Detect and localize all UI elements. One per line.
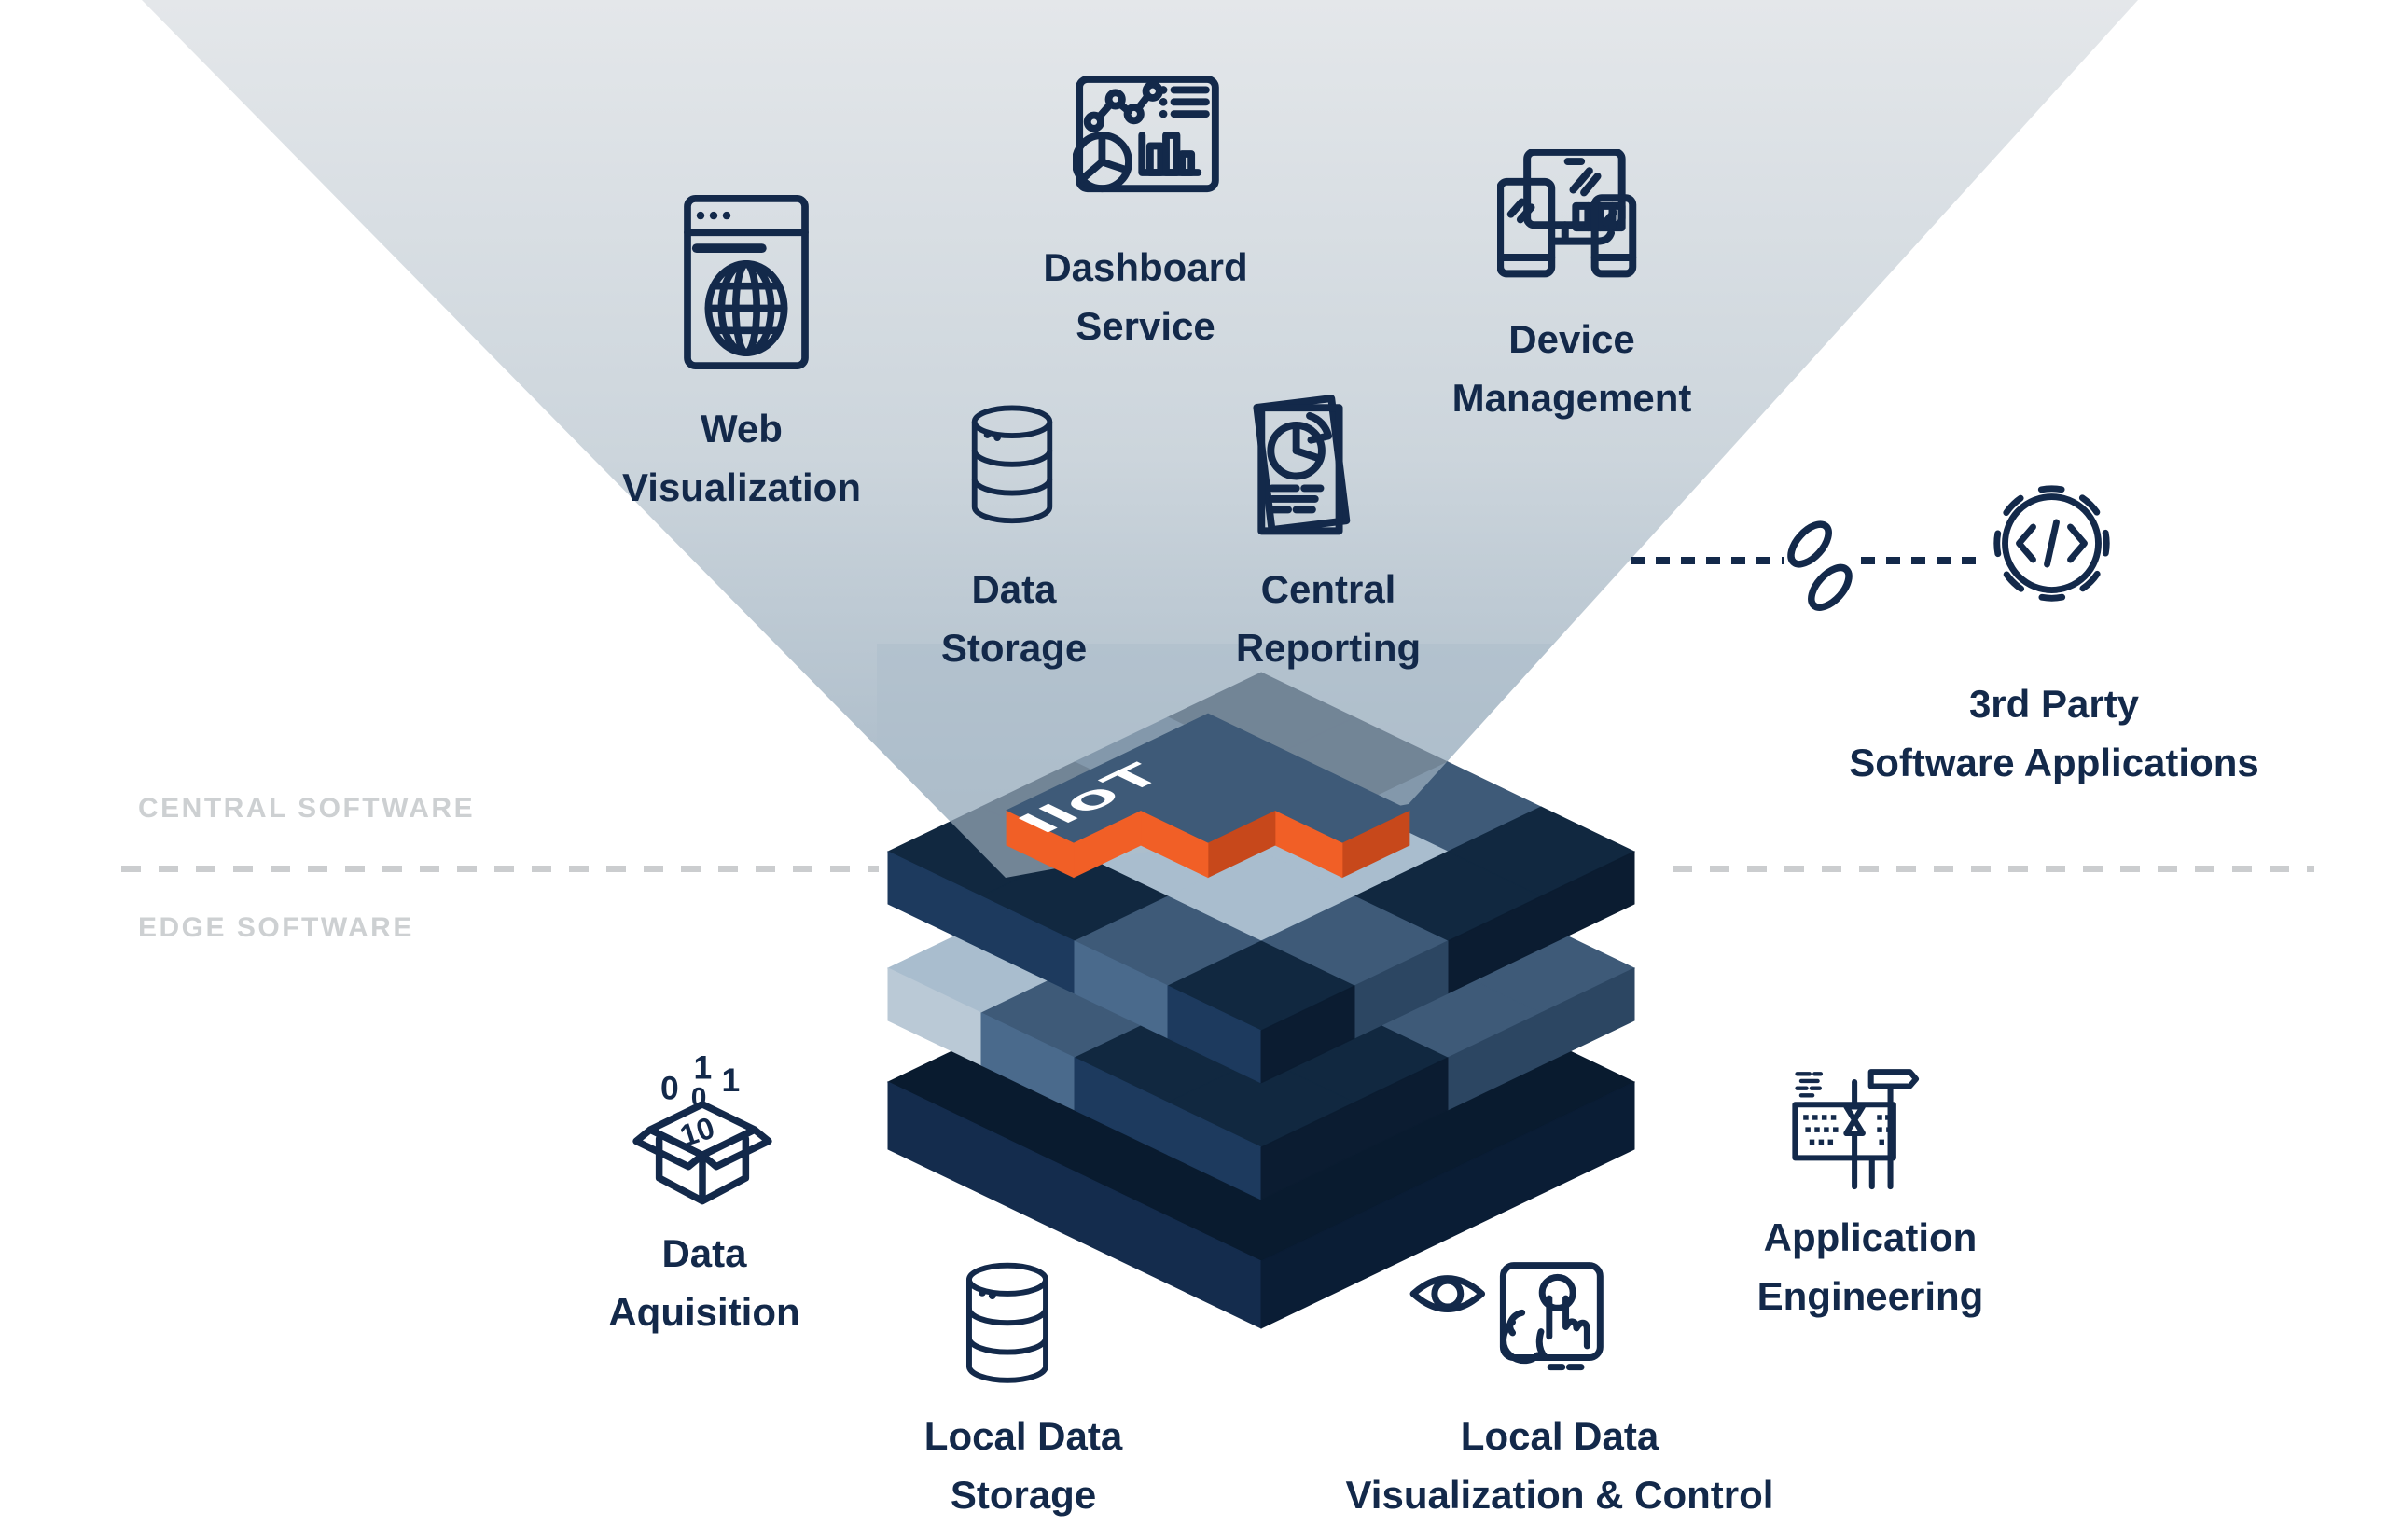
report-documents-icon (1253, 395, 1351, 535)
label-application-engineering: Application Engineering (1756, 1215, 1984, 1318)
label-local-data-storage: Local Data Storage (923, 1414, 1123, 1517)
local-database-icon (965, 1262, 1049, 1383)
chain-link-icon (1787, 520, 1853, 611)
edge-software-label: EDGE SOFTWARE (138, 912, 414, 943)
zone-divider-left (121, 866, 879, 872)
dashboard-chart-icon (1073, 76, 1219, 193)
database-icon (971, 405, 1053, 524)
label-dashboard-service: Dashboard Service (1043, 245, 1248, 348)
svg-text:0: 0 (660, 1069, 679, 1106)
central-software-label: CENTRAL SOFTWARE (138, 793, 476, 824)
label-device-management: Device Management (1451, 317, 1692, 420)
eye-touch-control-icon (1409, 1262, 1604, 1371)
label-data-aquisition: Data Aquisition (608, 1231, 800, 1334)
web-browser-globe-icon (684, 195, 809, 369)
data-acquisition-box-icon: 1 0 0 1 10 (632, 1049, 772, 1205)
svg-text:1: 1 (721, 1061, 740, 1099)
label-central-reporting: Central Reporting (1235, 567, 1422, 670)
zone-divider-right (1673, 866, 2314, 872)
engineering-tools-icon (1792, 1069, 1920, 1190)
gear-code-icon (1993, 485, 2110, 602)
iiot-layer-stack: IIoT (877, 644, 1636, 1329)
iiot-puzzle-piece: IIoT (1006, 713, 1410, 879)
link-dashes-left (1631, 557, 1784, 564)
label-data-storage: Data Storage (940, 567, 1088, 670)
label-web-visualization: Web Visualization (622, 407, 861, 509)
svg-text:1: 1 (693, 1049, 712, 1087)
label-local-data-visualization: Local Data Visualization & Control (1345, 1414, 1774, 1517)
devices-icon (1497, 149, 1637, 278)
link-dashes-right (1861, 557, 1980, 564)
label-third-party: 3rd Party Software Applications (1849, 682, 2259, 784)
